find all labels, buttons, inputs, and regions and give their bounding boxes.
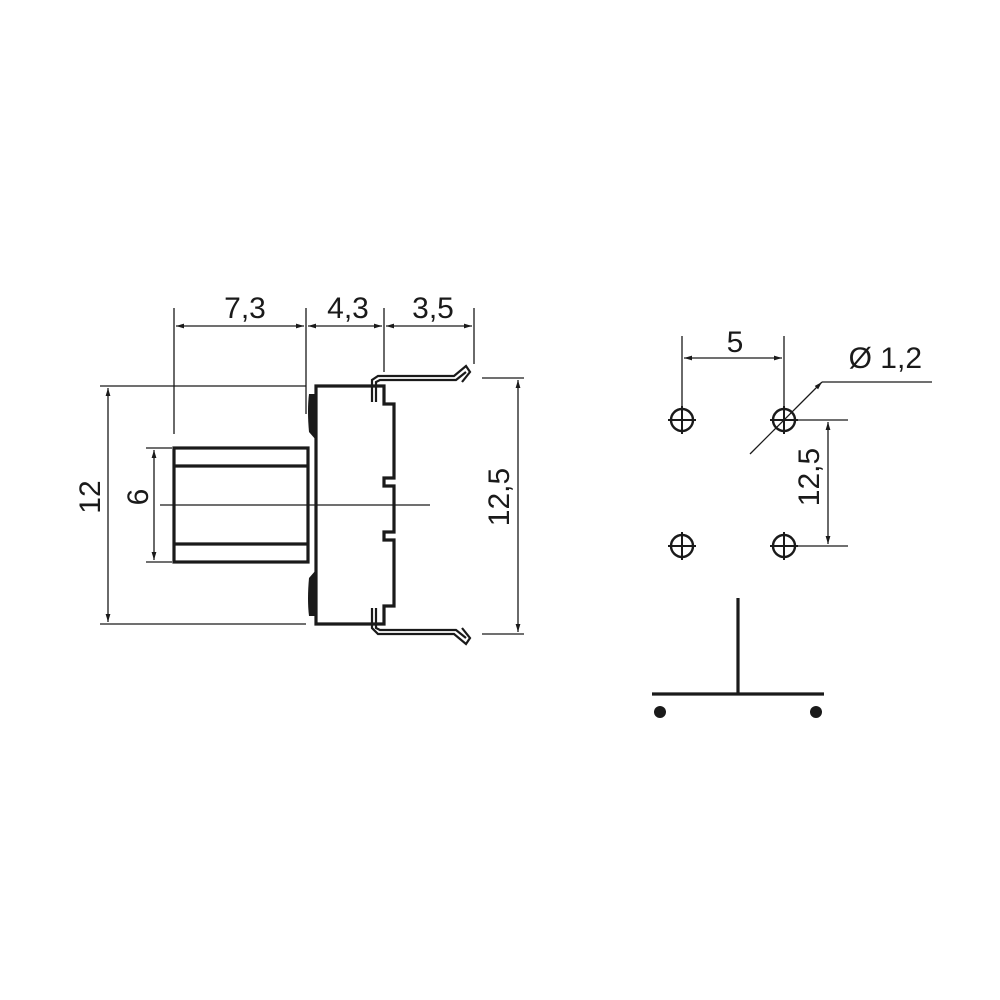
hole-top-left [668,406,696,434]
footprint-view: 5 Ø 1,2 12,5 [668,326,932,560]
side-view: 7,3 4,3 3,5 12 6 12,5 [74,292,524,646]
hole-bottom-left [668,532,696,560]
switch-schematic-symbol [652,598,824,718]
schematic-terminal-left [654,706,666,718]
diameter-leader [749,381,823,455]
schematic-terminal-right [810,706,822,718]
dim-label-5: 5 [727,326,744,359]
dim-label-6: 6 [122,489,155,506]
terminal-leads [370,364,472,646]
dim-label-12-5-footprint: 12,5 [793,448,826,506]
dim-label-3-5: 3,5 [412,292,454,325]
dim-label-4-3: 4,3 [327,292,369,325]
upper-bump [308,394,316,440]
switch-body [308,384,396,626]
dim-label-diameter: Ø 1,2 [849,342,922,375]
dim-label-12-5-side: 12,5 [483,468,516,526]
hole-bottom-right [770,532,798,560]
lower-bump [308,570,316,616]
dim-label-7-3: 7,3 [224,292,266,325]
dim-label-12: 12 [74,480,107,513]
